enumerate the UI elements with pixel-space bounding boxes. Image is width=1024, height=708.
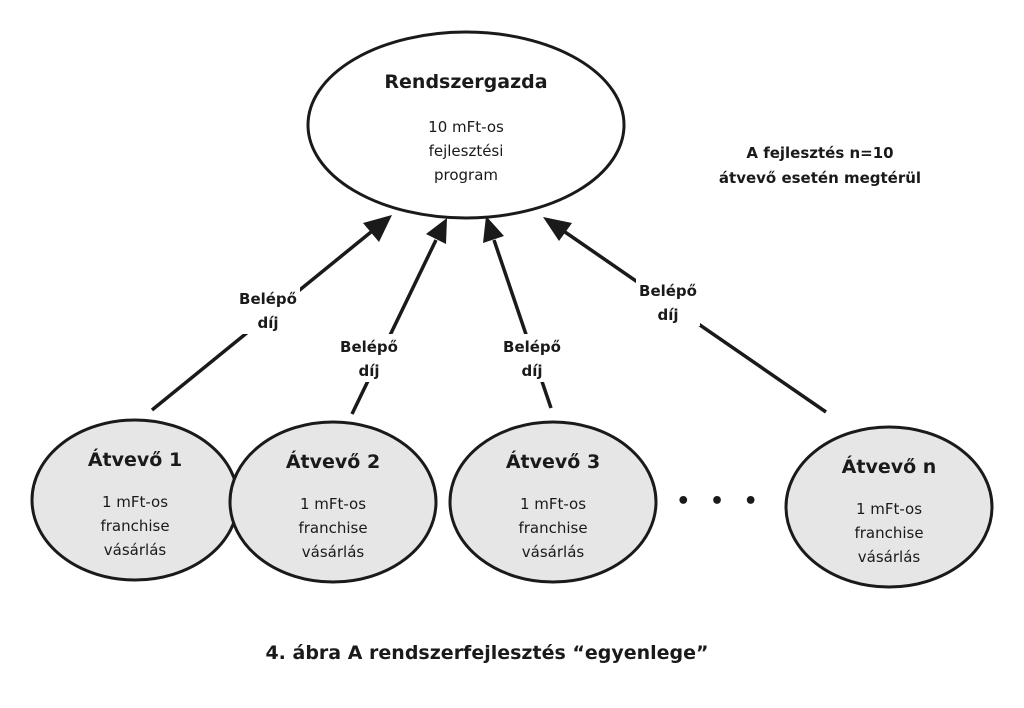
edge-label-1-bg bbox=[236, 286, 300, 334]
figure-caption: 4. ábra A rendszerfejlesztés “egyenlege” bbox=[265, 642, 708, 664]
node-2: Átvevő 2 1 mFt-os franchise vásárlás bbox=[228, 420, 438, 584]
payback-note: A fejlesztés n=10 átvevő esetén megtérül bbox=[719, 144, 921, 187]
node-1-line-2: franchise bbox=[100, 517, 169, 535]
edge-label-3-bg bbox=[500, 334, 564, 382]
note-line-2: átvevő esetén megtérül bbox=[719, 169, 921, 187]
root-line-1: 10 mFt-os bbox=[428, 118, 504, 136]
node-3-line-3: vásárlás bbox=[522, 543, 585, 561]
node-3-title: Átvevő 3 bbox=[506, 450, 600, 473]
node-2-line-2: franchise bbox=[298, 519, 367, 537]
edge-label-n-line-2: díj bbox=[657, 306, 678, 324]
root-node: Rendszergazda 10 mFt-os fejlesztési prog… bbox=[306, 30, 626, 220]
node-n: Átvevő n 1 mFt-os franchise vásárlás bbox=[784, 425, 994, 589]
note-line-1: A fejlesztés n=10 bbox=[746, 144, 893, 162]
node-3: Átvevő 3 1 mFt-os franchise vásárlás bbox=[448, 420, 658, 584]
root-title: Rendszergazda bbox=[384, 71, 547, 93]
ellipsis-dots: • • • bbox=[676, 489, 764, 514]
edge-label-1: Belépő díj bbox=[236, 286, 300, 334]
arrow-1-head bbox=[363, 215, 392, 242]
node-2-line-3: vásárlás bbox=[302, 543, 365, 561]
edge-label-2-bg bbox=[337, 334, 401, 382]
root-ellipse bbox=[306, 30, 626, 220]
arrow-3-line bbox=[492, 239, 553, 409]
node-1: Átvevő 1 1 mFt-os franchise vásárlás bbox=[30, 418, 240, 582]
node-n-line-3: vásárlás bbox=[858, 548, 921, 566]
edge-label-3-line-1: Belépő bbox=[503, 338, 561, 356]
arrow-2-line bbox=[350, 239, 438, 415]
node-2-ellipse bbox=[228, 420, 438, 584]
node-n-line-1: 1 mFt-os bbox=[856, 500, 922, 518]
node-1-line-1: 1 mFt-os bbox=[102, 493, 168, 511]
root-line-2: fejlesztési bbox=[429, 142, 504, 160]
arrow-2-head bbox=[426, 218, 447, 244]
node-n-ellipse bbox=[784, 425, 994, 589]
edge-label-1-line-2: díj bbox=[257, 314, 278, 332]
edge-label-n-bg bbox=[636, 278, 700, 326]
arrow-n-head bbox=[543, 217, 572, 241]
edge-label-3-line-2: díj bbox=[521, 362, 542, 380]
node-3-ellipse bbox=[448, 420, 658, 584]
arrow-2 bbox=[350, 218, 447, 415]
node-3-line-2: franchise bbox=[518, 519, 587, 537]
edge-label-n-line-1: Belépő bbox=[639, 282, 697, 300]
node-2-line-1: 1 mFt-os bbox=[300, 495, 366, 513]
node-n-title: Átvevő n bbox=[842, 455, 937, 478]
node-3-line-1: 1 mFt-os bbox=[520, 495, 586, 513]
node-n-line-2: franchise bbox=[854, 524, 923, 542]
node-1-title: Átvevő 1 bbox=[88, 448, 182, 471]
edge-label-2-line-2: díj bbox=[358, 362, 379, 380]
arrow-3-head bbox=[483, 216, 504, 243]
edge-label-n: Belépő díj bbox=[636, 278, 700, 326]
node-1-line-3: vásárlás bbox=[104, 541, 167, 559]
edge-label-3: Belépő díj bbox=[500, 334, 564, 382]
edge-label-2-line-1: Belépő bbox=[340, 338, 398, 356]
edge-label-2: Belépő díj bbox=[337, 334, 401, 382]
node-2-title: Átvevő 2 bbox=[286, 450, 380, 473]
root-line-3: program bbox=[434, 166, 498, 184]
edge-label-1-line-1: Belépő bbox=[239, 290, 297, 308]
